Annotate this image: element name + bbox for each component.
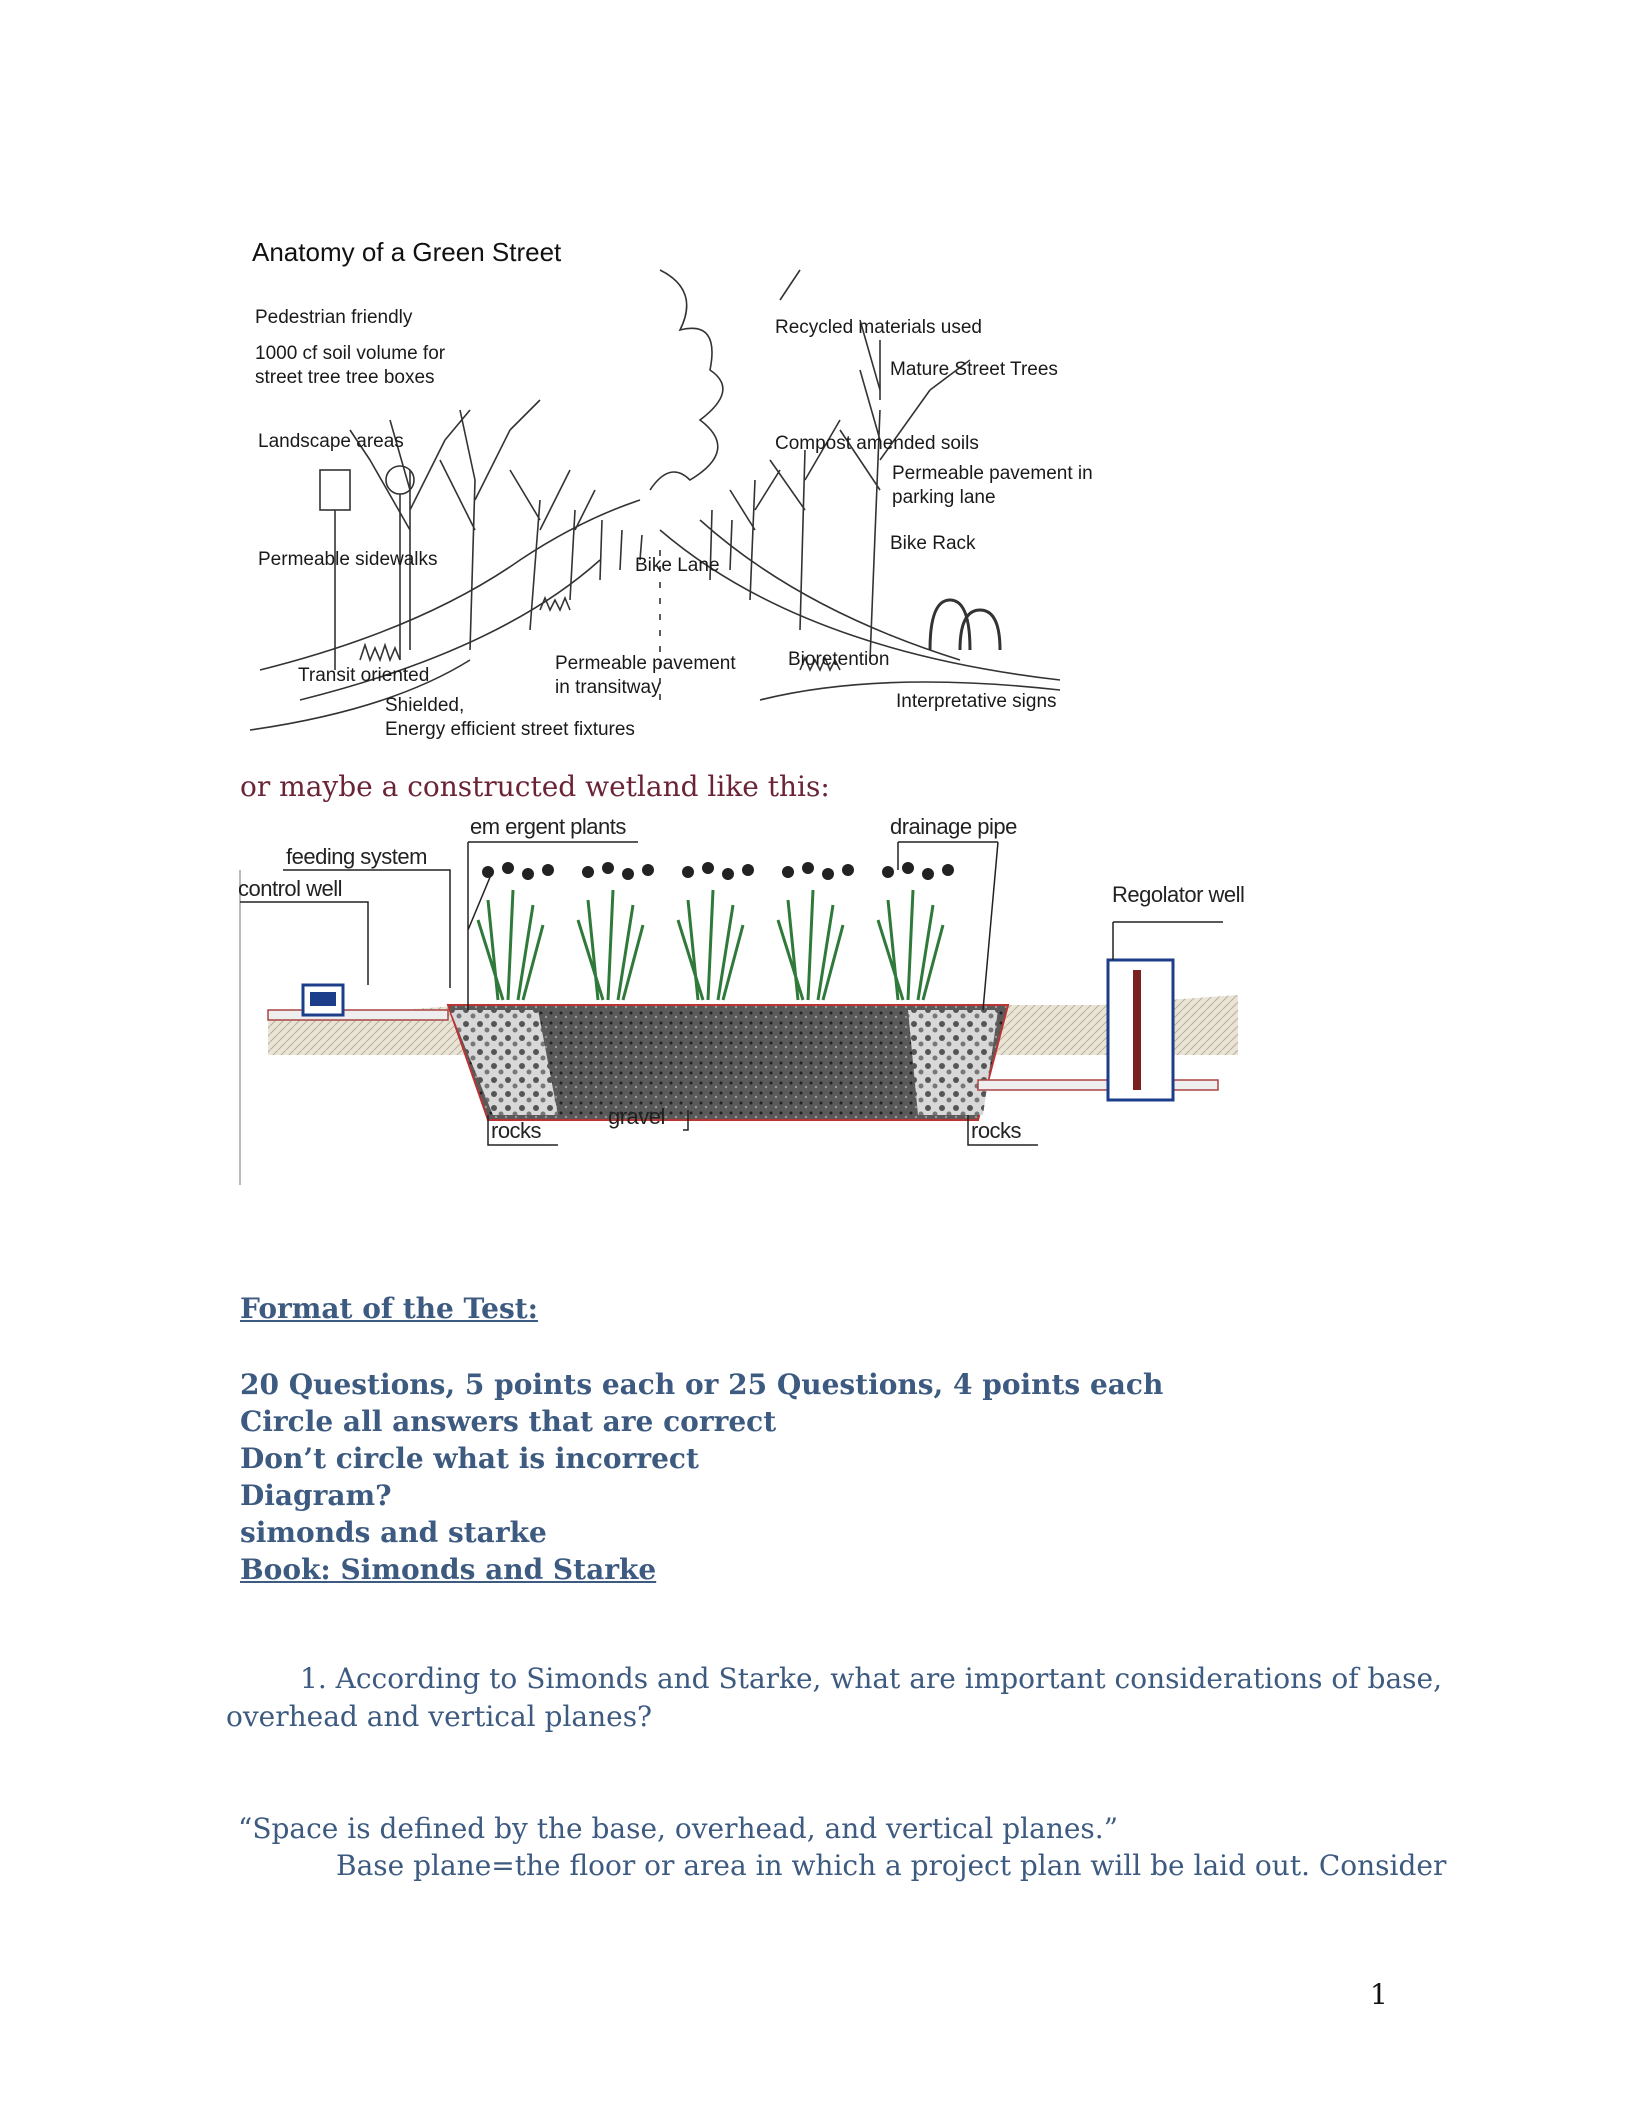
page-number: 1: [1370, 1978, 1388, 2011]
format-heading: Format of the Test:: [240, 1292, 539, 1325]
label-shielded-2: Energy efficient street fixtures: [385, 719, 635, 740]
label-compost: Compost amended soils: [775, 433, 979, 454]
wetland-caption: or maybe a constructed wetland like this…: [240, 770, 830, 803]
label-signs: Interpretative signs: [896, 691, 1057, 712]
label-landscape: Landscape areas: [258, 431, 404, 452]
label-emergent-plants: em ergent plants: [470, 814, 626, 839]
label-recycled: Recycled materials used: [775, 317, 982, 338]
label-feeding-system: feeding system: [286, 844, 427, 869]
label-control-well: control well: [238, 876, 343, 901]
label-bioretention: Bioretention: [788, 649, 890, 670]
label-mature: Mature Street Trees: [890, 359, 1058, 380]
label-pedestrian: Pedestrian friendly: [255, 307, 413, 328]
format-line-5: simonds and starke: [240, 1516, 547, 1549]
label-soil-2: street tree tree boxes: [255, 367, 435, 388]
answer-quote: “Space is defined by the base, overhead,…: [238, 1812, 1119, 1845]
label-soil-1: 1000 cf soil volume for: [255, 343, 446, 364]
label-rocks-right: rocks: [971, 1118, 1022, 1143]
label-gravel: gravel: [608, 1104, 665, 1129]
label-sidewalks: Permeable sidewalks: [258, 549, 438, 570]
green-street-illustration: [249, 269, 1061, 731]
label-parking-1: Permeable pavement in: [892, 463, 1093, 484]
wetland-illustration: [239, 841, 1238, 1185]
format-line-1: 20 Questions, 5 points each or 25 Questi…: [240, 1368, 1164, 1401]
wetland-figure: em ergent plants drainage pipe feeding s…: [238, 810, 1268, 1190]
answer-base-plane: Base plane=the floor or area in which a …: [336, 1849, 1447, 1882]
label-regulator-well: Regolator well: [1112, 882, 1245, 907]
question-1-line-2: overhead and vertical planes?: [226, 1700, 653, 1733]
label-drainage-pipe: drainage pipe: [890, 814, 1017, 839]
format-line-4: Diagram?: [240, 1479, 392, 1512]
label-transitway-1: Permeable pavement: [555, 653, 736, 674]
label-rocks-left: rocks: [491, 1118, 542, 1143]
question-1-line-1: 1. According to Simonds and Starke, what…: [300, 1662, 1442, 1695]
format-line-2: Circle all answers that are correct: [240, 1405, 777, 1438]
label-transitway-2: in transitway: [555, 677, 661, 698]
label-transit: Transit oriented: [298, 665, 430, 686]
label-bike-lane: Bike Lane: [635, 555, 720, 576]
label-bike-rack: Bike Rack: [890, 533, 976, 554]
book-reference: Book: Simonds and Starke: [240, 1553, 657, 1586]
label-parking-2: parking lane: [892, 487, 996, 508]
label-shielded-1: Shielded,: [385, 695, 465, 716]
figure-title: Anatomy of a Green Street: [252, 237, 562, 267]
format-line-3: Don’t circle what is incorrect: [240, 1442, 699, 1475]
green-street-figure: Anatomy of a Green Street Pedestrian fri…: [240, 230, 1120, 760]
